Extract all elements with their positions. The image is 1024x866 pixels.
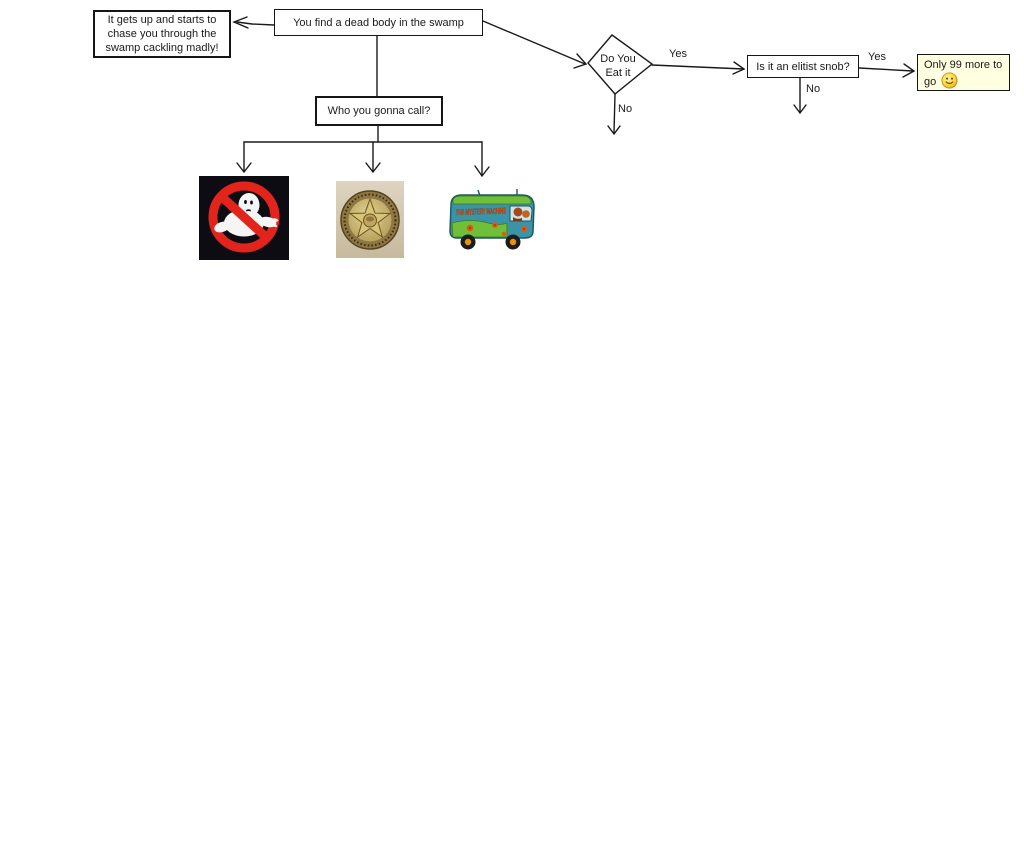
edge-snob-win	[858, 67, 914, 72]
node-chase-box: It gets up and starts to chase you throu…	[93, 10, 231, 58]
win-line: Only 99 more to	[924, 59, 1003, 71]
sheriff-star-badge-icon	[336, 181, 404, 258]
arrowhead-diagonal-icon	[573, 53, 588, 69]
mystery-machine-van-icon: THE MYSTERY MACHINE	[449, 189, 535, 250]
find-label: You find a dead body in the swamp	[293, 16, 464, 29]
arrowhead-down-icon	[793, 104, 807, 115]
edge-label-yes: Yes	[868, 51, 886, 63]
node-only-99-more-box: Only 99 more to go	[917, 54, 1010, 91]
node-find-body-box: You find a dead body in the swamp	[274, 9, 483, 36]
arrowhead-down-icon	[236, 162, 252, 174]
arrowhead-down-icon	[474, 165, 490, 178]
edge-label-no: No	[618, 103, 633, 115]
arrowhead-right-icon	[732, 61, 746, 75]
winking-smiley-icon	[941, 72, 958, 89]
eat-line: Do You	[600, 53, 636, 65]
node-who-you-gonna-call-box: Who you gonna call?	[315, 96, 443, 126]
ghostbusters-logo-icon	[199, 176, 289, 260]
node-do-you-eat-it-diamond-label: Do You Eat it	[591, 52, 645, 80]
edge-find-eat	[482, 20, 586, 65]
ghostbusters-logo	[199, 176, 289, 260]
edge-eat-snob	[651, 64, 745, 70]
arrowhead-left-icon	[232, 16, 249, 29]
eat-line: Eat it	[605, 67, 631, 79]
chase-line: chase you through the	[107, 28, 217, 40]
edge-find-chase	[236, 21, 275, 26]
mystery-machine-text: THE MYSTERY MACHINE	[456, 206, 507, 217]
chase-line: It gets up and starts to	[107, 14, 217, 26]
edge-label-no: No	[806, 83, 821, 95]
arrowhead-down-icon	[365, 162, 381, 174]
node-elitist-snob-box: Is it an elitist snob?	[747, 55, 859, 78]
call-label: Who you gonna call?	[327, 105, 431, 117]
chase-line: swamp cackling madly!	[105, 42, 219, 54]
snob-label: Is it an elitist snob?	[756, 60, 850, 73]
edge-label-yes: Yes	[669, 48, 687, 60]
arrowhead-down-icon	[607, 125, 621, 136]
sheriff-star-badge	[336, 181, 404, 258]
arrowhead-right-icon	[902, 63, 916, 78]
edge-eat-no	[613, 93, 616, 134]
win-line: go	[924, 76, 937, 88]
mystery-machine-van: THE MYSTERY MACHINE	[440, 185, 540, 253]
